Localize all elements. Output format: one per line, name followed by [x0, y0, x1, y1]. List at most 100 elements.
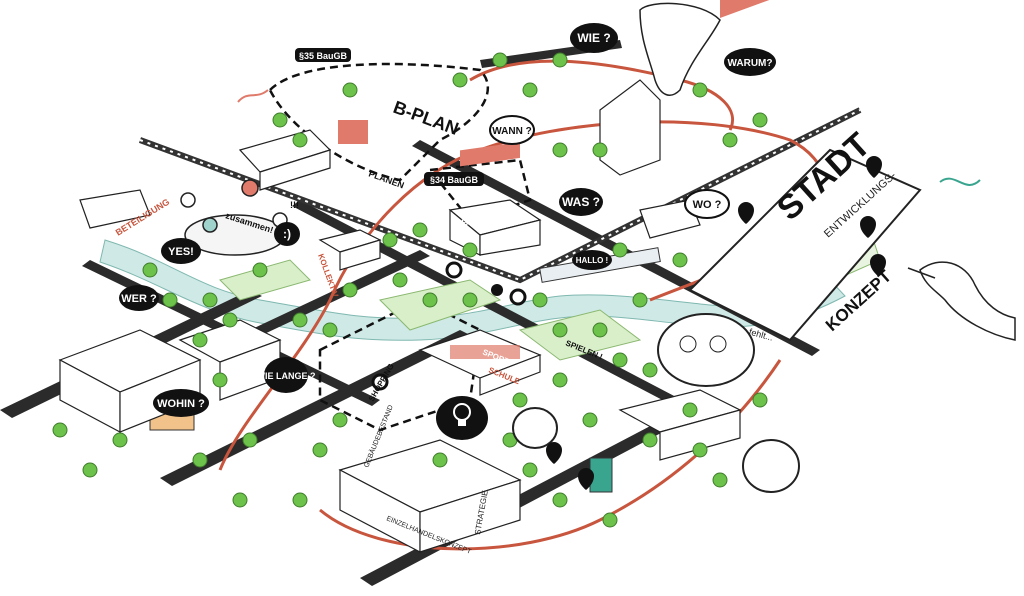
- tree-icon: [232, 492, 248, 508]
- tree-icon: [682, 402, 698, 418]
- wave-icon: [939, 177, 981, 186]
- tree-icon: [322, 322, 338, 338]
- bubble-wie-text: WIE ?: [577, 31, 610, 45]
- map-pin-icon: [738, 202, 754, 224]
- buildings: [58, 79, 742, 553]
- tree-icon: [582, 412, 598, 428]
- label-baugb35: §35 BauGB: [295, 48, 351, 62]
- excl-label: !!!: [290, 200, 299, 210]
- tree-icon: [552, 322, 568, 338]
- bubble-wann: WANN ?: [489, 115, 535, 145]
- parcel-red-2: [338, 120, 368, 144]
- hallo-text: HALLO !: [576, 256, 608, 265]
- tree-icon: [672, 252, 688, 268]
- tree-icon: [752, 112, 768, 128]
- tree-icon: [162, 292, 178, 308]
- map-pin-icon: [860, 216, 876, 238]
- baugb35-text: §35 BauGB: [299, 51, 348, 61]
- tree-icon: [332, 412, 348, 428]
- tree-icon: [342, 82, 358, 98]
- map-pin-icon: [866, 156, 882, 178]
- bubble-smiley: :): [274, 222, 300, 246]
- bubble-wer: WER ?: [119, 285, 159, 311]
- tree-icon: [412, 222, 428, 238]
- tree-icon: [592, 142, 608, 158]
- tree-icon: [712, 472, 728, 488]
- bubble-wann-text: WANN ?: [492, 126, 531, 137]
- map-pin-icon: [578, 468, 594, 490]
- tree-icon: [242, 432, 258, 448]
- tree-icon: [462, 292, 478, 308]
- tree-icon: [382, 232, 398, 248]
- map-pins: [546, 156, 886, 490]
- location-markers: [371, 261, 527, 391]
- planen-label: PLANEN: [367, 168, 405, 190]
- tree-icon: [292, 312, 308, 328]
- tree-icon: [112, 432, 128, 448]
- baugb34-text: §34 BauGB: [430, 175, 479, 185]
- bplan-label: B-PLAN: [391, 97, 462, 139]
- tree-icon: [612, 242, 628, 258]
- tree-icon: [552, 142, 568, 158]
- tree-icon: [752, 392, 768, 408]
- meeting-group-icon: [180, 179, 288, 256]
- bubble-was: WAS ?: [559, 188, 603, 216]
- tree-icon: [552, 492, 568, 508]
- tree-icon: [632, 292, 648, 308]
- bubble-wo: WO ?: [684, 189, 730, 219]
- tree-icon: [312, 442, 328, 458]
- tree-icon: [82, 462, 98, 478]
- tree-icon: [602, 512, 618, 528]
- bubble-wie: WIE ?: [570, 23, 618, 53]
- kollektiv-label: KOLLEKTIV: [316, 253, 340, 299]
- tree-icon: [52, 422, 68, 438]
- tree-icon: [552, 372, 568, 388]
- tree-icon: [642, 362, 658, 378]
- tree-icon: [272, 112, 288, 128]
- lightbulb-icon: [436, 396, 488, 440]
- tree-icon: [692, 82, 708, 98]
- bubble-wer-text: WER ?: [121, 293, 157, 305]
- bubble-wie-lange-text: WIE LANGE ?: [257, 371, 316, 381]
- tree-icon: [452, 72, 468, 88]
- tree-icon: [202, 292, 218, 308]
- bubble-warum: WARUM?: [724, 48, 776, 76]
- bubble-yes-text: YES!: [168, 246, 194, 258]
- bubble-wohin: WOHIN ?: [153, 389, 209, 417]
- bubble-wo-text: WO ?: [693, 199, 722, 211]
- label-baugb34: §34 BauGB: [424, 172, 484, 186]
- tree-icon: [432, 452, 448, 468]
- tree-icon: [592, 322, 608, 338]
- tree-icon: [252, 262, 268, 278]
- map-pin-icon: [870, 254, 886, 276]
- tree-icon: [222, 312, 238, 328]
- tree-icon: [512, 392, 528, 408]
- tree-icon: [142, 262, 158, 278]
- tree-icon: [192, 452, 208, 468]
- bubble-wie-lange: WIE LANGE ?: [257, 357, 316, 393]
- tree-icon: [392, 272, 408, 288]
- tree-icon: [462, 242, 478, 258]
- tree-icon: [292, 492, 308, 508]
- tree-icon: [292, 132, 308, 148]
- parcel-red: [720, 0, 770, 18]
- drawing-hand-icon: [907, 261, 1016, 341]
- bubble-wohin-text: WOHIN ?: [157, 398, 205, 410]
- hand-drawing-top-icon: [639, 2, 721, 96]
- tree-icon: [692, 442, 708, 458]
- tree-icon: [612, 352, 628, 368]
- label-hallo: HALLO !: [572, 250, 612, 270]
- question-bubbles: WIE ? WARUM? WANN ? WAS ? WO ? WER ? WIE…: [119, 23, 776, 417]
- bubble-yes: YES!: [161, 238, 201, 264]
- school-roof: [450, 345, 520, 359]
- people-bubble: [512, 313, 800, 493]
- tree-icon: [192, 332, 208, 348]
- bubble-was-text: WAS ?: [562, 195, 600, 209]
- tree-icon: [522, 82, 538, 98]
- tree-icon: [492, 52, 508, 68]
- tree-icon: [552, 52, 568, 68]
- tree-icon: [642, 432, 658, 448]
- bubble-warum-text: WARUM?: [728, 58, 773, 69]
- tree-icon: [532, 292, 548, 308]
